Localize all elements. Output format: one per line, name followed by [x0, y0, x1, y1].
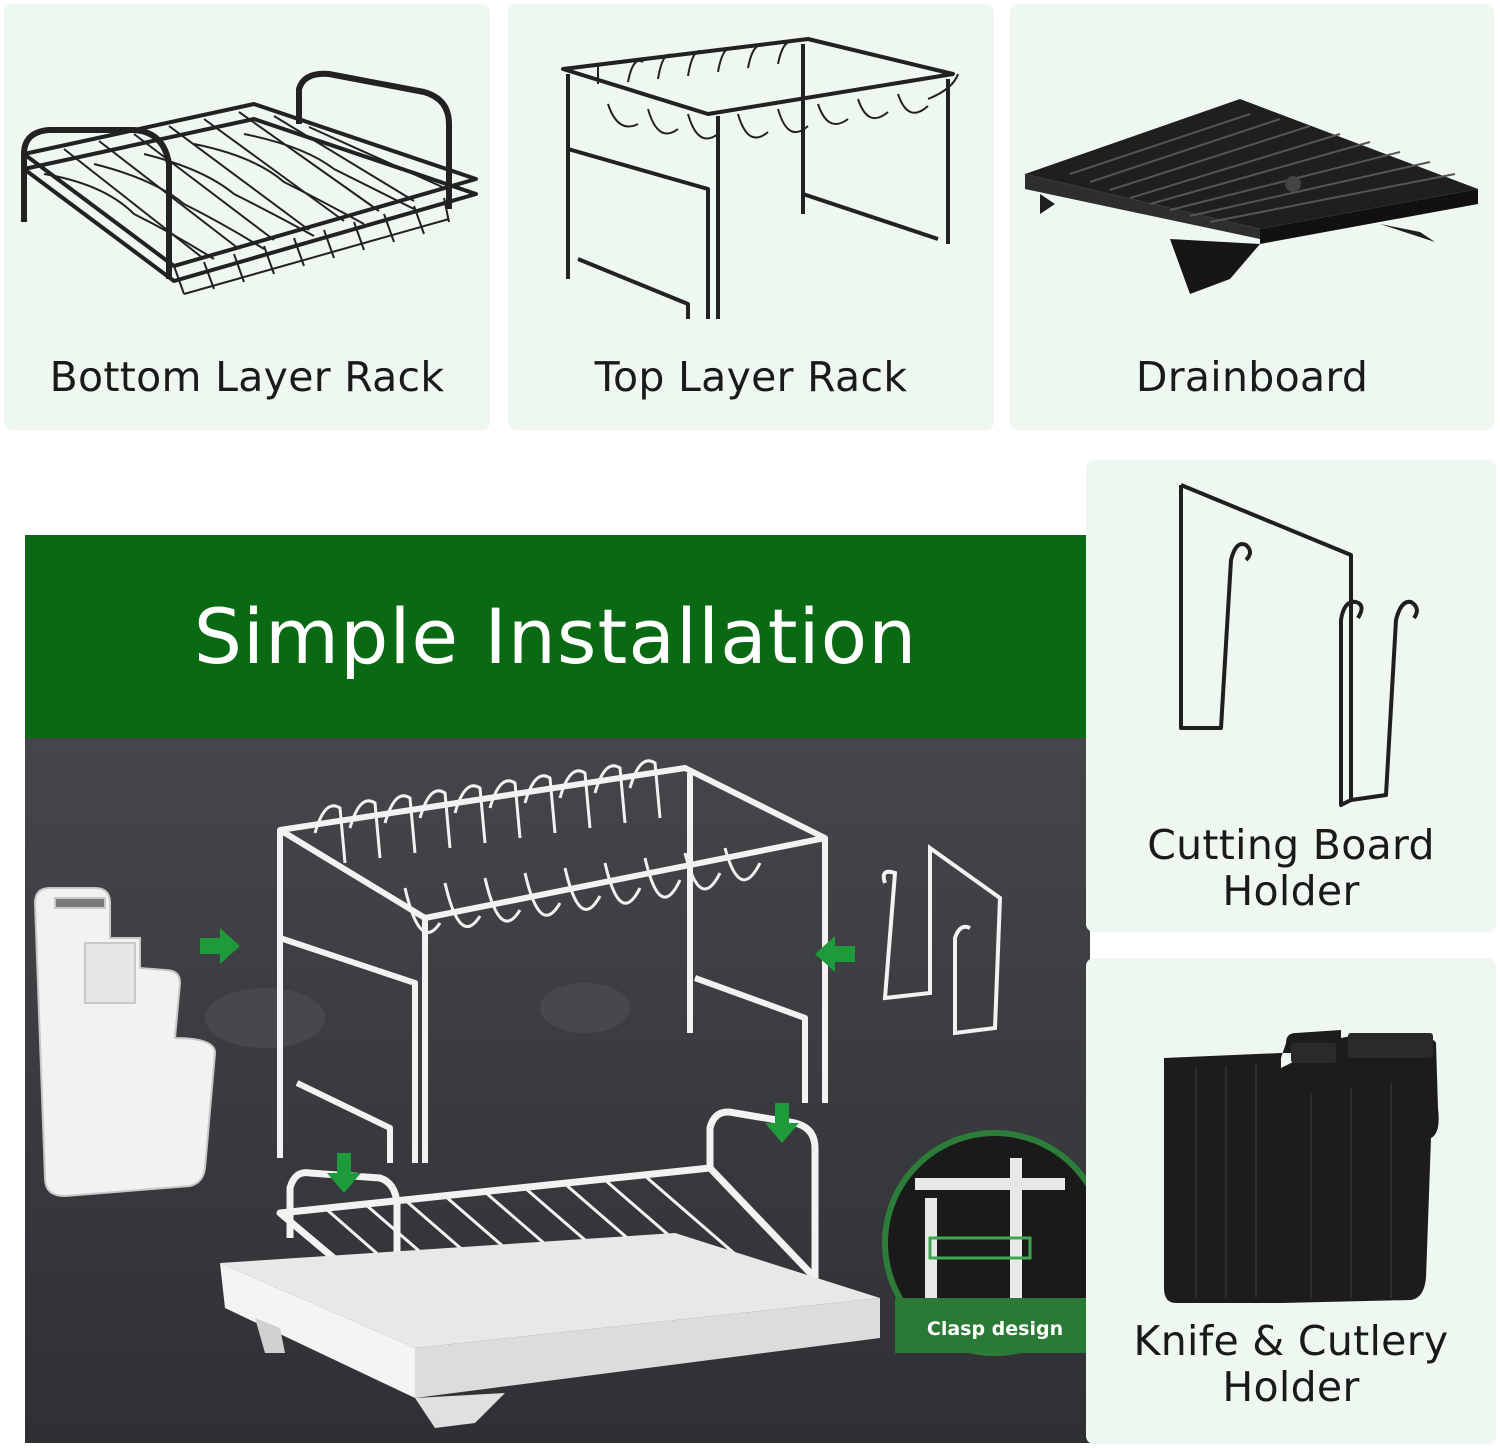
top-rack-wires [313, 759, 762, 934]
part-card-bottom-layer-rack: Bottom Layer Rack [4, 4, 490, 430]
cutting-board-holder-image [1179, 483, 1419, 807]
part-card-top-layer-rack: Top Layer Rack [508, 4, 994, 430]
knife-holder-white [33, 887, 217, 1198]
part-label: Drainboard [1135, 353, 1369, 401]
installation-diagram [25, 738, 1090, 1443]
clasp-label: Clasp design [926, 1318, 1064, 1340]
arrow-icon [200, 928, 855, 1193]
part-label: Bottom Layer Rack [49, 353, 445, 401]
part-label-line2: Holder [1222, 1363, 1360, 1411]
part-label-line1: Knife & Cutlery [1133, 1317, 1449, 1365]
part-card-knife-cutlery-holder: Knife & Cutlery Holder [1086, 958, 1496, 1444]
installation-scene: Clasp design [25, 738, 1090, 1443]
part-label: Top Layer Rack [594, 353, 908, 401]
installation-banner: Simple Installation [25, 535, 1086, 738]
cutting-board-holder-white [881, 844, 1003, 1036]
part-card-cutting-board-holder: Cutting Board Holder [1086, 460, 1496, 932]
drainboard-white [220, 1233, 880, 1428]
part-card-drainboard: Drainboard [1010, 4, 1494, 430]
banner-title: Simple Installation [193, 592, 918, 681]
part-label-line1: Cutting Board [1147, 821, 1435, 869]
drainboard-image [1025, 99, 1478, 294]
top-layer-rack-image [561, 37, 959, 319]
part-label-line2: Holder [1222, 867, 1360, 915]
knife-cutlery-holder-image [1164, 1030, 1439, 1303]
clasp-detail [882, 1130, 1090, 1356]
bottom-layer-rack-image [21, 70, 478, 295]
